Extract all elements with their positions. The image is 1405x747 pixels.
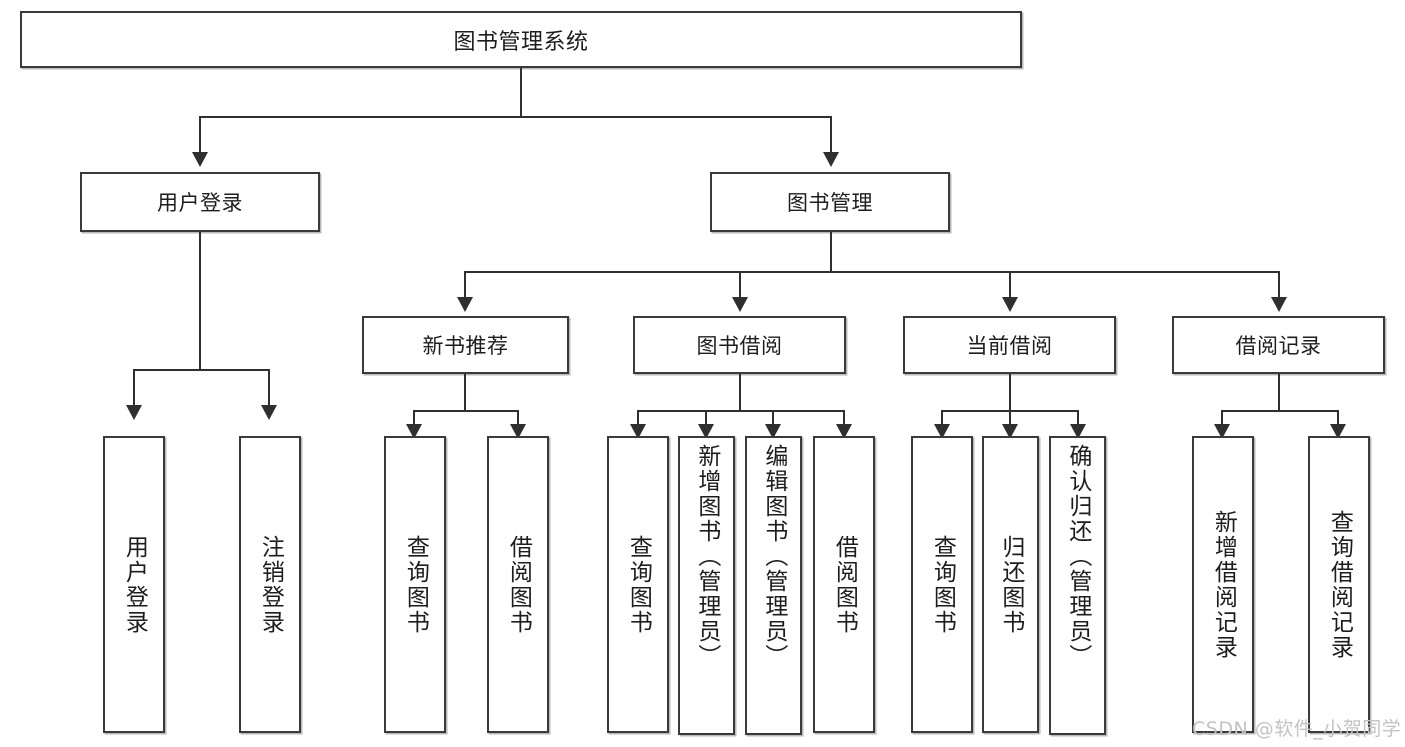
connector-cb-leaf1 [941, 410, 943, 428]
arrowhead-leaf-user-login-2 [261, 405, 277, 420]
arrowhead-borrow-record [1271, 297, 1287, 312]
connector-bb-leaf4 [843, 410, 845, 428]
arrowhead-leaf-cb-2 [1002, 424, 1018, 439]
arrowhead-current-borrow [1002, 297, 1018, 312]
leaf-new-book-rec-2: 借阅图书 [487, 436, 549, 733]
arrowhead-leaf-cb-3 [1070, 424, 1086, 439]
arrowhead-leaf-bb-3 [765, 424, 781, 439]
node-book-borrow: 图书借阅 [633, 316, 846, 374]
arrowhead-leaf-br-1 [1214, 424, 1230, 439]
arrowhead-leaf-nbr-2 [510, 424, 526, 439]
leaf-current-borrow-3: 确认归还（管理员） [1049, 436, 1106, 735]
node-new-book-rec: 新书推荐 [362, 316, 569, 374]
connector-bb-leaf2 [705, 410, 707, 428]
connector-to-current-borrow [1009, 271, 1011, 299]
node-user-login: 用户登录 [80, 172, 320, 232]
connector-to-borrow-record [1278, 271, 1280, 299]
node-current-borrow: 当前借阅 [903, 316, 1116, 374]
connector-user-login-bus [133, 369, 268, 371]
connector-user-login-leaf1 [133, 369, 135, 407]
arrowhead-new-book-rec [457, 297, 473, 312]
connector-new-book-rec-stem [464, 374, 466, 411]
connector-br-leaf2 [1337, 410, 1339, 428]
csdn-watermark: CSDN @软件_小贺同学 [1192, 718, 1402, 740]
connector-new-book-rec-bus [413, 410, 518, 412]
node-borrow-record: 借阅记录 [1172, 316, 1385, 374]
leaf-book-borrow-3: 编辑图书（管理员） [745, 436, 802, 735]
connector-root-bus [199, 116, 832, 118]
connector-user-login-leaf2 [268, 369, 270, 407]
connector-root-to-user-login [199, 116, 201, 154]
connector-bb-leaf3 [772, 410, 774, 428]
arrowhead-leaf-user-login-1 [126, 405, 142, 420]
connector-cb-leaf3 [1077, 410, 1079, 428]
arrowhead-book-borrow [732, 297, 748, 312]
leaf-user-login-1: 用户登录 [103, 436, 165, 733]
arrowhead-leaf-nbr-1 [406, 424, 422, 439]
arrowhead-leaf-br-2 [1330, 424, 1346, 439]
leaf-current-borrow-2: 归还图书 [982, 436, 1039, 733]
connector-bb-leaf1 [637, 410, 639, 428]
leaf-new-book-rec-1: 查询图书 [384, 436, 446, 733]
connector-borrow-record-bus [1221, 410, 1338, 412]
leaf-book-borrow-4: 借阅图书 [813, 436, 875, 733]
connector-current-borrow-stem [1009, 374, 1011, 411]
connector-book-manage-stem [830, 232, 832, 272]
leaf-borrow-record-2: 查询借阅记录 [1308, 436, 1370, 733]
leaf-current-borrow-1: 查询图书 [911, 436, 973, 733]
connector-br-leaf1 [1221, 410, 1223, 428]
arrowhead-leaf-bb-1 [630, 424, 646, 439]
connector-nbr-leaf1 [413, 410, 415, 428]
connector-root-stem [520, 68, 522, 116]
arrowhead-leaf-bb-4 [836, 424, 852, 439]
connector-user-login-stem [199, 232, 201, 369]
connector-root-to-book-manage [830, 116, 832, 154]
node-book-manage: 图书管理 [710, 172, 950, 232]
connector-book-borrow-bus [637, 410, 845, 412]
arrowhead-leaf-bb-2 [698, 424, 714, 439]
leaf-book-borrow-1: 查询图书 [607, 436, 669, 733]
connector-to-new-book-rec [464, 271, 466, 299]
connector-cb-leaf2 [1009, 410, 1011, 428]
connector-borrow-record-stem [1278, 374, 1280, 411]
leaf-user-login-2: 注销登录 [239, 436, 301, 733]
leaf-book-borrow-2: 新增图书（管理员） [678, 436, 735, 735]
leaf-borrow-record-1: 新增借阅记录 [1192, 436, 1254, 733]
connector-to-book-borrow [739, 271, 741, 299]
connector-book-borrow-stem [739, 374, 741, 411]
arrowhead-book-manage [823, 152, 839, 167]
connector-nbr-leaf2 [517, 410, 519, 428]
arrowhead-user-login [192, 152, 208, 167]
connector-book-manage-bus [464, 271, 1280, 273]
node-root: 图书管理系统 [20, 11, 1022, 68]
arrowhead-leaf-cb-1 [934, 424, 950, 439]
